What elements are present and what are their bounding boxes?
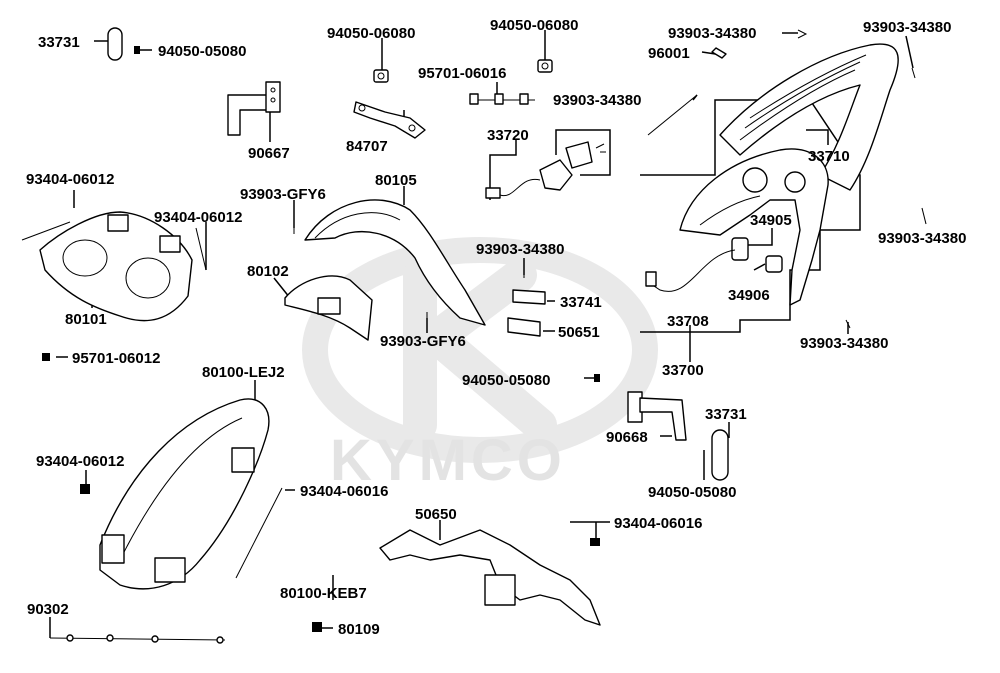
bracket-50650 <box>379 529 601 626</box>
part-labels: 33731 94050-05080 94050-06080 94050-0608… <box>26 17 966 638</box>
cover-80101 <box>39 211 193 322</box>
nut-94050-06080-left <box>373 69 389 83</box>
screw-93903-34380-e <box>845 319 851 329</box>
label-90302: 90302 <box>27 601 69 618</box>
label-33708: 33708 <box>667 313 709 330</box>
label-33731-lower: 33731 <box>705 406 747 423</box>
taillight-lens-33710 <box>719 43 899 191</box>
bulb-socket-34905 <box>731 237 749 261</box>
turn-signal-33720 <box>485 141 606 199</box>
label-80101: 80101 <box>65 311 107 328</box>
clip-96001 <box>711 47 727 59</box>
label-93404-06012-c: 93404-06012 <box>36 453 124 470</box>
label-93903-gfy6-b: 93903-GFY6 <box>380 333 466 350</box>
label-94050-06080-right: 94050-06080 <box>490 17 578 34</box>
label-93404-06016-a: 93404-06016 <box>300 483 388 500</box>
label-33741: 33741 <box>560 294 602 311</box>
label-50650: 50650 <box>415 506 457 523</box>
label-95701-06016: 95701-06016 <box>418 65 506 82</box>
bracket-84707 <box>353 101 426 139</box>
label-80109: 80109 <box>338 621 380 638</box>
nut-80109 <box>312 622 322 632</box>
kymco-watermark: KYMCO <box>302 237 658 493</box>
screw-94050-05080-top <box>134 46 140 54</box>
cover-80105 <box>304 199 486 326</box>
reflector-33731-lower <box>711 429 729 481</box>
bolt-93404-06012-c <box>80 484 90 494</box>
screw-93903-34380-b <box>911 67 916 79</box>
label-80100-keb7: 80100-KEB7 <box>280 585 367 602</box>
label-93903-34380-c: 93903-34380 <box>553 92 641 109</box>
label-93404-06016-b: 93404-06016 <box>614 515 702 532</box>
plate-50651 <box>507 317 541 337</box>
label-93903-gfy6-a: 93903-GFY6 <box>240 186 326 203</box>
nut-94050-06080-right <box>537 59 553 73</box>
label-34905: 34905 <box>750 212 792 229</box>
label-93404-06012-b: 93404-06012 <box>154 209 242 226</box>
label-93903-34380-f: 93903-34380 <box>476 241 564 258</box>
watermark-logo-ring <box>302 237 658 463</box>
bolt-93404-06012-b <box>195 227 207 271</box>
label-90667: 90667 <box>248 145 290 162</box>
taillight-housing-33708 <box>679 148 829 306</box>
screw-93903-34380-a <box>797 29 808 39</box>
label-33720: 33720 <box>487 127 529 144</box>
bolt-95701-06012 <box>42 353 50 361</box>
label-33731-top: 33731 <box>38 34 80 51</box>
label-93404-06012-a: 93404-06012 <box>26 171 114 188</box>
bolt-93404-06012-a <box>21 221 71 241</box>
bulb-socket-34906 <box>645 249 783 292</box>
label-93903-34380-a: 93903-34380 <box>668 25 756 42</box>
label-93903-34380-b: 93903-34380 <box>863 19 951 36</box>
cover-80102 <box>284 275 373 341</box>
rear-fender-80100-lej2 <box>99 398 270 590</box>
watermark-brand: KYMCO <box>330 428 566 493</box>
label-80105: 80105 <box>375 172 417 189</box>
label-84707: 84707 <box>346 138 388 155</box>
label-94050-05080-top: 94050-05080 <box>158 43 246 60</box>
label-93903-34380-d: 93903-34380 <box>878 230 966 247</box>
label-34906: 34906 <box>728 287 770 304</box>
label-80102: 80102 <box>247 263 289 280</box>
label-33710: 33710 <box>808 148 850 165</box>
screw-93903-34380-d <box>921 207 927 225</box>
reflector-33731-top <box>107 27 123 61</box>
label-94050-05080-lower: 94050-05080 <box>648 484 736 501</box>
bolt-93404-06016-a <box>235 487 283 579</box>
bolts-95701-06016 <box>469 93 535 105</box>
label-33700: 33700 <box>662 362 704 379</box>
label-96001: 96001 <box>648 45 690 62</box>
label-93903-34380-e: 93903-34380 <box>800 335 888 352</box>
label-50651: 50651 <box>558 324 600 341</box>
plate-33741 <box>512 289 546 305</box>
label-94050-05080-mid: 94050-05080 <box>462 372 550 389</box>
label-90668: 90668 <box>606 429 648 446</box>
label-95701-06012: 95701-06012 <box>72 350 160 367</box>
screw-93903-34380-c <box>647 94 698 136</box>
bracket-90668 <box>627 391 687 441</box>
parts <box>21 27 927 644</box>
bracket-90667 <box>227 81 281 136</box>
cable-90302 <box>49 634 226 644</box>
label-94050-06080-left: 94050-06080 <box>327 25 415 42</box>
label-80100-lej2: 80100-LEJ2 <box>202 364 285 381</box>
bolt-93404-06016-b <box>590 538 600 546</box>
screw-94050-05080-mid <box>594 374 600 382</box>
